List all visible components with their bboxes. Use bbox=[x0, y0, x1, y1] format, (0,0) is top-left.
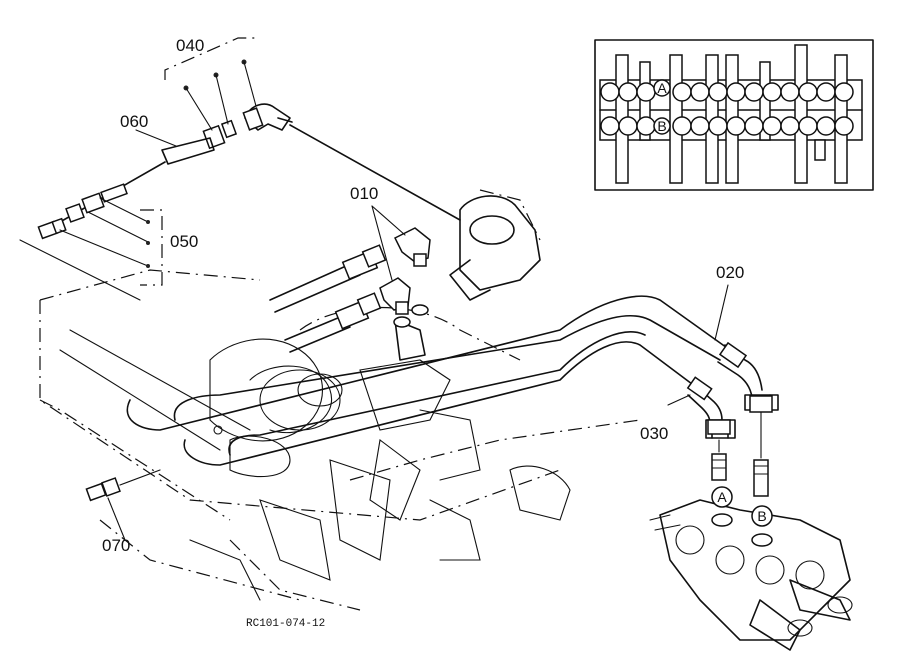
label-040: 040 bbox=[176, 36, 204, 55]
label-050: 050 bbox=[170, 232, 198, 251]
label-010: 010 bbox=[350, 184, 378, 203]
inset-port-a-circle bbox=[653, 79, 671, 97]
control-valve-assembly bbox=[649, 395, 853, 651]
inset-valve-stack: A B bbox=[594, 39, 874, 191]
pipe-060 bbox=[59, 137, 215, 223]
inset-port-a-label: A bbox=[657, 80, 667, 96]
drawing-code: RC101-074-12 bbox=[246, 618, 325, 630]
label-060: 060 bbox=[120, 112, 148, 131]
part-labels: 040 060 050 010 020 030 070 RC101-074-12 bbox=[102, 36, 744, 630]
port-a-label: A bbox=[717, 489, 727, 505]
fittings-040 bbox=[202, 103, 461, 221]
bracket-040 bbox=[164, 37, 258, 131]
label-020: 020 bbox=[716, 263, 744, 282]
label-030: 030 bbox=[640, 424, 668, 443]
port-markers: A B bbox=[711, 486, 773, 527]
label-070: 070 bbox=[102, 536, 130, 555]
fittings-050 bbox=[19, 183, 163, 301]
inset-port-b-label: B bbox=[657, 118, 666, 134]
inset-port-b-circle bbox=[653, 117, 671, 135]
machine-body-outline bbox=[39, 189, 641, 611]
hose-030 bbox=[183, 331, 736, 466]
hose-020 bbox=[126, 295, 779, 431]
port-b-circle bbox=[751, 505, 773, 527]
valve-bracket bbox=[393, 195, 541, 361]
port-a-circle bbox=[711, 486, 733, 508]
port-b-label: B bbox=[757, 508, 766, 524]
hoses-010 bbox=[269, 227, 431, 353]
leader-lines bbox=[135, 129, 729, 406]
fitting-070 bbox=[85, 469, 161, 541]
